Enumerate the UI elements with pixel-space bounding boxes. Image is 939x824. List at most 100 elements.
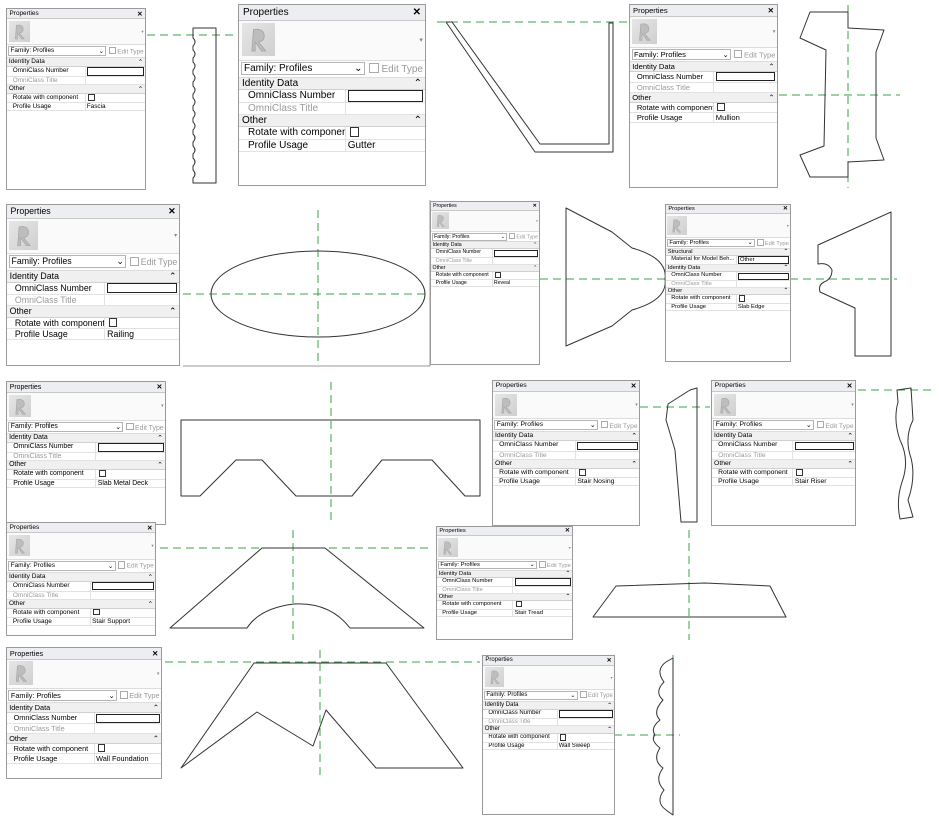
omniclass-number-input[interactable]	[493, 249, 538, 257]
identity-data-header[interactable]: Identity Data ⌃	[712, 432, 855, 442]
edit-type-button[interactable]: Edit Type	[369, 62, 423, 75]
profile-usage-value[interactable]: Stair Support	[92, 617, 131, 625]
omniclass-number-input[interactable]	[86, 67, 144, 76]
identity-data-header[interactable]: Identity Data ⌃	[7, 703, 161, 714]
identity-data-header[interactable]: Identity Data ⌃	[7, 270, 179, 283]
close-icon[interactable]: ✕	[630, 382, 637, 390]
close-icon[interactable]: ✕	[146, 524, 153, 532]
structural-header[interactable]: Structural ⌃	[666, 248, 790, 256]
identity-data-header[interactable]: Identity Data ⌃	[493, 432, 639, 442]
dropdown-arrow-icon[interactable]: ▾	[156, 670, 160, 677]
close-icon[interactable]: ✕	[564, 528, 570, 535]
family-selector[interactable]: Family: Profiles ⌄	[8, 255, 127, 269]
dropdown-arrow-icon[interactable]: ▾	[786, 223, 789, 229]
profile-usage-value[interactable]: Wall Foundation	[96, 753, 149, 763]
family-selector[interactable]: Family: Profiles ⌄	[667, 238, 755, 247]
family-selector[interactable]: Family: Profiles ⌄	[8, 46, 107, 57]
other-header[interactable]: Other ⌃	[7, 305, 179, 318]
profile-usage-value[interactable]: Reveal	[493, 280, 511, 287]
profile-usage-value[interactable]: Slab Edge	[737, 304, 765, 311]
profile-usage-value[interactable]: Stair Tread	[514, 609, 543, 616]
other-header[interactable]: Other ⌃	[630, 92, 777, 103]
identity-data-header[interactable]: Identity Data ⌃	[7, 58, 145, 68]
edit-type-button[interactable]: Edit Type	[757, 238, 789, 247]
edit-type-button[interactable]: Edit Type	[119, 691, 160, 700]
other-header[interactable]: Other ⌃	[666, 288, 790, 296]
rotate-checkbox[interactable]	[739, 295, 746, 302]
profile-usage-value[interactable]: Wall Sweep	[558, 743, 591, 750]
dropdown-arrow-icon[interactable]: ▾	[161, 403, 164, 409]
other-header[interactable]: Other ⌃	[7, 599, 155, 609]
profile-usage-value[interactable]: Fascia	[86, 103, 106, 110]
identity-data-header[interactable]: Identity Data ⌃	[666, 265, 790, 273]
identity-data-header[interactable]: Identity Data ⌃	[7, 433, 165, 443]
family-selector[interactable]: Family: Profiles ⌄	[432, 232, 508, 241]
edit-type-button[interactable]: Edit Type	[126, 422, 164, 431]
identity-data-header[interactable]: Identity Data ⌃	[239, 77, 425, 90]
omniclass-number-input[interactable]	[558, 710, 613, 718]
rotate-checkbox[interactable]	[559, 734, 567, 741]
family-selector[interactable]: Family: Profiles ⌄	[631, 48, 732, 60]
family-selector[interactable]: Family: Profiles ⌄	[438, 560, 537, 569]
other-header[interactable]: Other ⌃	[712, 459, 855, 469]
omniclass-number-input[interactable]	[97, 443, 164, 452]
omniclass-number-input[interactable]	[107, 283, 178, 294]
close-icon[interactable]: ✕	[606, 657, 612, 664]
close-icon[interactable]: ✕	[156, 384, 163, 391]
omniclass-number-input[interactable]	[794, 441, 854, 451]
edit-type-button[interactable]: Edit Type	[600, 421, 638, 430]
other-header[interactable]: Other ⌃	[493, 459, 639, 469]
close-icon[interactable]: ✕	[137, 10, 143, 18]
other-header[interactable]: Other ⌃	[7, 461, 165, 471]
dropdown-arrow-icon[interactable]: ▾	[174, 232, 178, 240]
other-header[interactable]: Other ⌃	[7, 84, 145, 94]
rotate-checkbox[interactable]	[515, 600, 523, 608]
rotate-checkbox[interactable]	[93, 608, 101, 616]
dropdown-arrow-icon[interactable]: ▾	[536, 218, 538, 223]
omniclass-number-input[interactable]	[96, 713, 160, 723]
profile-usage-value[interactable]: Stair Nosing	[577, 477, 615, 485]
edit-type-button[interactable]: Edit Type	[816, 421, 854, 430]
close-icon[interactable]: ✕	[412, 6, 421, 18]
rotate-checkbox[interactable]	[717, 102, 725, 111]
other-header[interactable]: Other ⌃	[431, 264, 539, 272]
profile-usage-value[interactable]: Gutter	[347, 139, 376, 151]
family-selector[interactable]: Family: Profiles ⌄	[241, 62, 366, 75]
omniclass-number-input[interactable]	[577, 441, 638, 451]
edit-type-button[interactable]: Edit Type	[129, 256, 177, 267]
dropdown-arrow-icon[interactable]: ▾	[772, 28, 776, 35]
rotate-checkbox[interactable]	[88, 93, 95, 101]
profile-usage-value[interactable]: Railing	[107, 328, 134, 339]
dropdown-arrow-icon[interactable]: ▾	[635, 402, 638, 408]
close-icon[interactable]: ✕	[151, 648, 159, 658]
edit-type-button[interactable]: Edit Type	[509, 232, 538, 240]
close-icon[interactable]: ✕	[767, 6, 774, 15]
other-header[interactable]: Other ⌃	[437, 593, 572, 601]
close-icon[interactable]: ✕	[168, 205, 176, 216]
profile-usage-value[interactable]: Stair Riser	[794, 477, 827, 485]
profile-usage-value[interactable]: Slab Metal Deck	[97, 479, 148, 487]
edit-type-button[interactable]: Edit Type	[579, 691, 613, 700]
family-selector[interactable]: Family: Profiles ⌄	[494, 420, 598, 431]
close-icon[interactable]: ✕	[782, 206, 788, 213]
edit-type-button[interactable]: Edit Type	[108, 46, 144, 55]
close-icon[interactable]: ✕	[846, 382, 853, 390]
rotate-checkbox[interactable]	[796, 468, 804, 476]
omniclass-number-input[interactable]	[347, 90, 423, 102]
family-selector[interactable]: Family: Profiles ⌄	[713, 420, 814, 431]
dropdown-arrow-icon[interactable]: ▾	[610, 674, 613, 680]
family-selector[interactable]: Family: Profiles ⌄	[484, 690, 578, 700]
identity-data-header[interactable]: Identity Data ⌃	[630, 61, 777, 72]
dropdown-arrow-icon[interactable]: ▾	[851, 402, 854, 408]
rotate-checkbox[interactable]	[97, 744, 106, 752]
dropdown-arrow-icon[interactable]: ▾	[151, 543, 154, 549]
rotate-checkbox[interactable]	[99, 470, 107, 478]
profile-usage-value[interactable]: Mullion	[715, 112, 740, 122]
rotate-checkbox[interactable]	[108, 318, 118, 327]
dropdown-arrow-icon[interactable]: ▾	[141, 28, 144, 34]
family-selector[interactable]: Family: Profiles ⌄	[8, 690, 118, 702]
rotate-checkbox[interactable]	[349, 127, 360, 137]
omniclass-number-input[interactable]	[514, 578, 571, 586]
identity-data-header[interactable]: Identity Data ⌃	[437, 570, 572, 578]
family-selector[interactable]: Family: Profiles ⌄	[8, 421, 124, 432]
